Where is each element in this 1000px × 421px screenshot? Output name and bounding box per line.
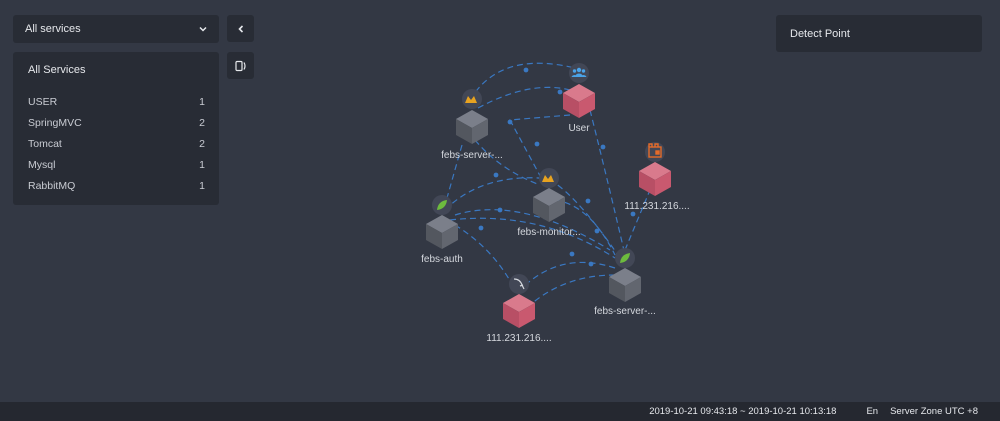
- edge-dot: [594, 228, 600, 234]
- time-range[interactable]: 2019-10-21 09:43:18 ~ 2019-10-21 10:13:1…: [649, 406, 837, 417]
- edge-dot: [630, 211, 636, 217]
- edge-dot: [569, 251, 575, 257]
- node-label: User: [568, 123, 590, 134]
- node-ip-right[interactable]: 111.231.216....: [624, 142, 690, 212]
- services-panel-title: All Services: [28, 64, 86, 76]
- service-name: RabbitMQ: [28, 179, 76, 192]
- edge-dots: [478, 67, 636, 267]
- status-footer: 2019-10-21 09:43:18 ~ 2019-10-21 10:13:1…: [0, 402, 1000, 421]
- edge-dot: [600, 144, 606, 150]
- edge: [454, 209, 611, 251]
- edge-dot: [585, 198, 591, 204]
- node-febs-monitor[interactable]: febs-monitor...: [517, 168, 581, 238]
- edge: [469, 62, 576, 101]
- language-toggle[interactable]: En: [866, 406, 879, 417]
- service-count: 1: [199, 95, 205, 108]
- node-label: 111.231.216....: [486, 333, 551, 344]
- service-count: 1: [199, 179, 205, 192]
- user-icon: [571, 67, 587, 77]
- layout-icon: [234, 60, 246, 71]
- server-zone[interactable]: Server Zone UTC +8: [890, 406, 978, 417]
- spring-icon: [620, 253, 630, 263]
- node-user[interactable]: User: [563, 63, 595, 134]
- spring-icon: [437, 200, 447, 210]
- tomcat-icon: [465, 96, 477, 103]
- mysql-icon: [513, 278, 525, 290]
- service-row[interactable]: SpringMVC 2: [28, 112, 205, 133]
- service-row[interactable]: RabbitMQ 1: [28, 175, 205, 196]
- edge: [474, 139, 541, 186]
- edge: [624, 189, 651, 251]
- edge: [539, 174, 621, 259]
- node-label: febs-monitor...: [517, 227, 580, 238]
- tomcat-icon: [542, 175, 554, 182]
- service-row[interactable]: Tomcat 2: [28, 133, 205, 154]
- node-label: 111.231.216....: [624, 201, 689, 212]
- service-select-value: All services: [25, 23, 81, 35]
- service-row[interactable]: USER 1: [28, 91, 205, 112]
- edge-dot: [588, 261, 594, 267]
- rabbitmq-icon: [648, 143, 662, 158]
- chevron-left-icon: [237, 24, 243, 33]
- service-select[interactable]: All services: [13, 15, 219, 43]
- node-label: febs-server-...: [441, 150, 503, 161]
- service-name: Mysql: [28, 158, 56, 171]
- detect-point-title: Detect Point: [790, 27, 850, 40]
- service-name: Tomcat: [28, 137, 62, 150]
- topology-edges: [444, 62, 651, 306]
- node-ip-bottom[interactable]: 111.231.216....: [486, 274, 552, 344]
- service-count: 2: [199, 116, 205, 129]
- edge: [477, 86, 571, 109]
- edge: [444, 177, 541, 211]
- edge-dot: [534, 141, 540, 147]
- edge: [454, 224, 516, 291]
- chevron-down-icon: [199, 26, 207, 32]
- edge-dot: [523, 67, 529, 73]
- edge-dot: [557, 89, 563, 95]
- edge-dot: [493, 172, 499, 178]
- service-count: 2: [199, 137, 205, 150]
- node-label: febs-auth: [421, 254, 463, 265]
- node-febs-auth[interactable]: febs-auth: [421, 195, 463, 265]
- edge-dot: [478, 225, 484, 231]
- node-febs-server-top[interactable]: febs-server-...: [441, 89, 503, 161]
- edge-dot: [497, 207, 503, 213]
- collapse-button[interactable]: [227, 15, 254, 42]
- edge: [589, 109, 626, 256]
- edge: [449, 217, 616, 259]
- services-panel: All Services USER 1 SpringMVC 2 Tomcat 2…: [13, 52, 219, 205]
- edge: [444, 144, 463, 206]
- service-name: SpringMVC: [28, 116, 82, 129]
- node-label: febs-server-...: [594, 306, 656, 317]
- node-febs-server-bottom[interactable]: febs-server-...: [594, 248, 656, 317]
- service-count: 1: [199, 158, 205, 171]
- service-name: USER: [28, 95, 58, 108]
- edge: [554, 199, 616, 256]
- toggle-layout-button[interactable]: [227, 52, 254, 79]
- detect-point-panel: Detect Point: [776, 15, 982, 52]
- edge-dot: [507, 119, 513, 125]
- edge: [529, 274, 616, 306]
- service-row[interactable]: Mysql 1: [28, 154, 205, 175]
- topology-graph[interactable]: User febs-server-... 111.231.216.... feb…: [0, 0, 1000, 400]
